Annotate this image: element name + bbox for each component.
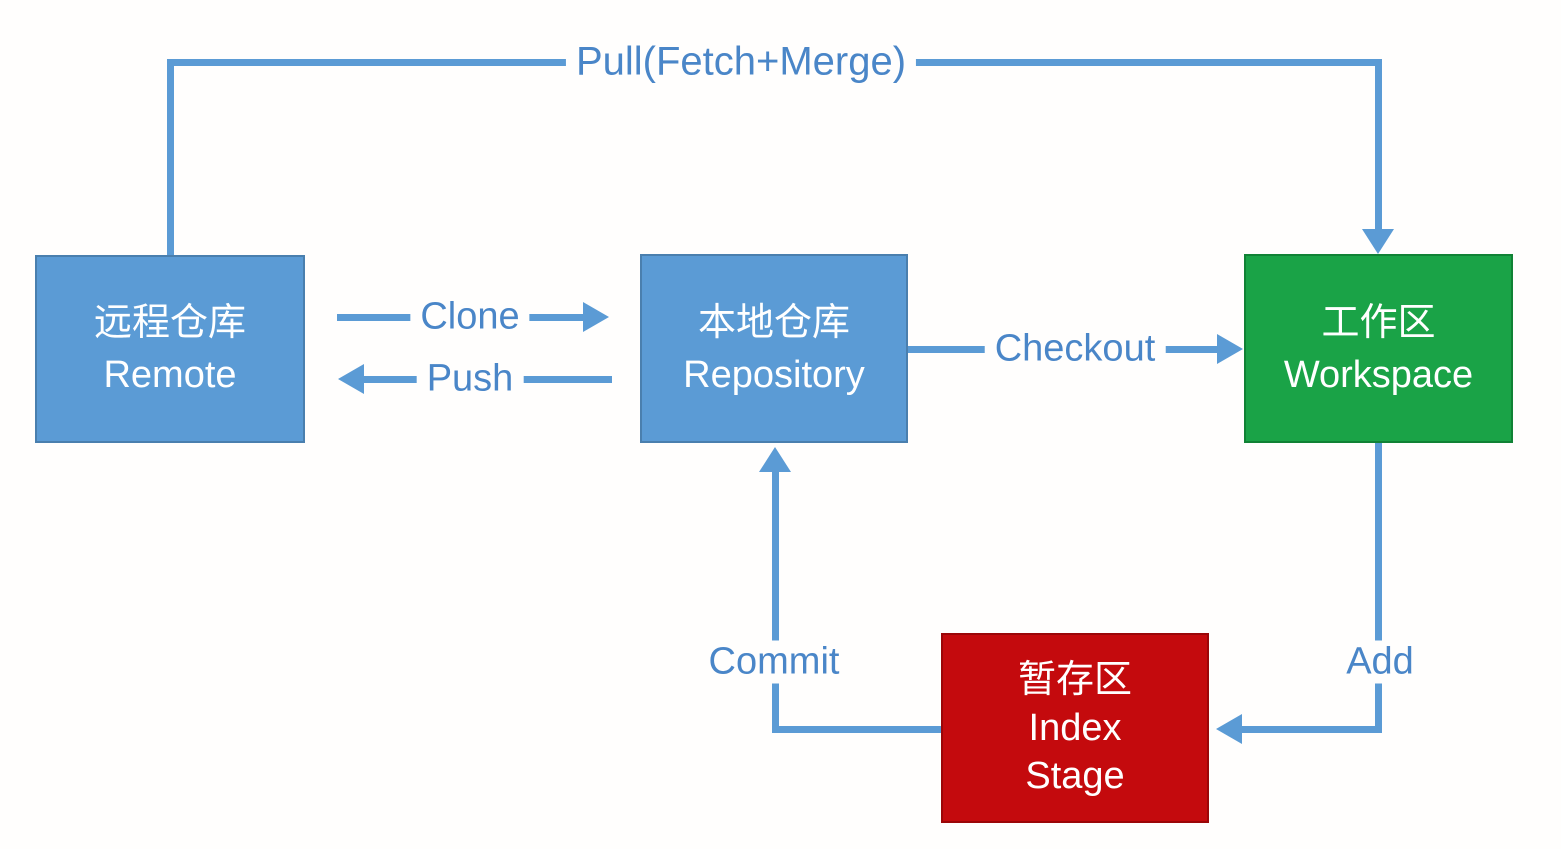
node-index-label-en2: Stage [1025, 755, 1125, 797]
clone-arrowhead-right-icon [583, 302, 609, 332]
node-local-repository: 本地仓库 Repository [640, 254, 908, 443]
node-workspace-label-en: Workspace [1283, 353, 1474, 396]
node-index-label-en1: Index [1028, 707, 1122, 749]
checkout-arrowhead-right-icon [1217, 334, 1243, 364]
node-remote-repository: 远程仓库 Remote [35, 255, 305, 443]
add-connector-horizontal [1240, 726, 1382, 733]
edge-label-push: Push [416, 357, 524, 401]
pull-arrowhead-down-icon [1362, 229, 1394, 254]
add-connector-vertical [1375, 443, 1382, 733]
edge-label-add: Add [1336, 640, 1424, 684]
edge-label-pull: Pull(Fetch+Merge) [565, 39, 917, 85]
node-workspace-label-cn: 工作区 [1321, 301, 1436, 344]
node-index-label-cn: 暂存区 [1017, 659, 1132, 701]
edge-label-commit: Commit [698, 640, 850, 684]
pull-connector-left-vertical [167, 59, 174, 255]
push-arrowhead-left-icon [338, 364, 364, 394]
node-remote-label-cn: 远程仓库 [93, 302, 246, 344]
commit-connector-horizontal [772, 726, 941, 733]
commit-arrowhead-up-icon [759, 447, 791, 472]
pull-connector-right-vertical [1375, 59, 1382, 231]
node-remote-label-en: Remote [103, 354, 237, 396]
edge-label-clone: Clone [410, 295, 530, 339]
commit-connector-vertical [772, 471, 779, 730]
add-arrowhead-left-icon [1216, 714, 1242, 744]
edge-label-checkout: Checkout [984, 327, 1166, 371]
node-workspace: 工作区 Workspace [1244, 254, 1513, 443]
node-index-stage: 暂存区 Index Stage [941, 633, 1209, 823]
node-repository-label-en: Repository [683, 353, 865, 396]
node-repository-label-cn: 本地仓库 [697, 301, 850, 344]
